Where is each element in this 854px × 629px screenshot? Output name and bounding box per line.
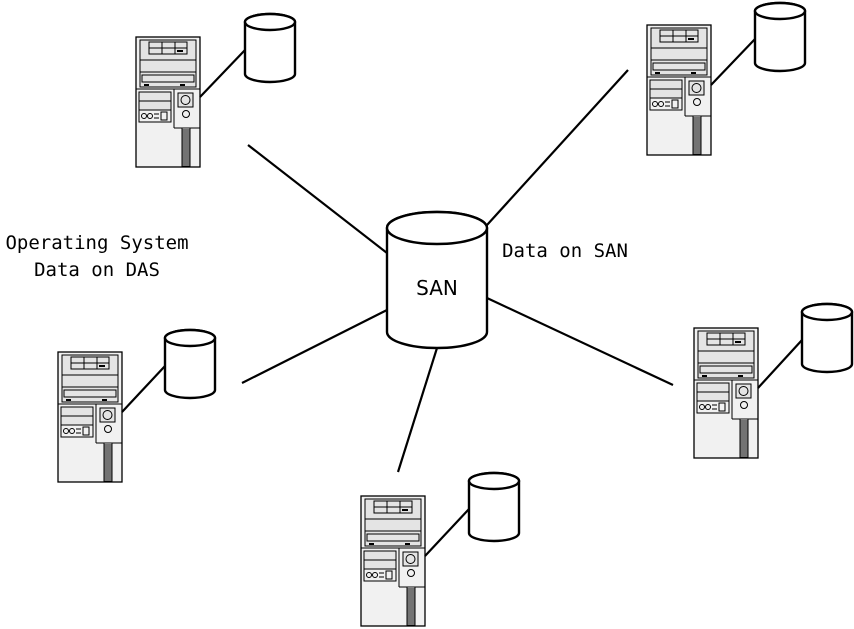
cdrom-tray bbox=[63, 389, 117, 398]
disk-cylinder-icon bbox=[800, 302, 854, 374]
reset-button bbox=[182, 110, 190, 118]
tower-bay-panel bbox=[364, 498, 422, 520]
reset-button bbox=[693, 98, 701, 106]
san-cylinder-top bbox=[385, 210, 489, 246]
panel-upper bbox=[363, 550, 397, 561]
disk-cylinder-icon bbox=[753, 1, 807, 73]
panel-mid bbox=[60, 415, 94, 426]
cdrom-bay bbox=[364, 530, 422, 547]
link-das bbox=[199, 49, 246, 98]
disk-top bbox=[243, 12, 297, 32]
san-storage: SAN bbox=[385, 210, 489, 350]
panel-mid bbox=[363, 559, 397, 570]
disk-top bbox=[163, 328, 217, 348]
power-icon bbox=[180, 95, 191, 105]
vent-grille bbox=[406, 586, 416, 626]
vent-grille bbox=[739, 418, 749, 458]
panel-upper bbox=[138, 91, 172, 102]
power-button bbox=[402, 551, 419, 567]
servers bbox=[57, 1, 854, 627]
server-tower-icon bbox=[693, 327, 759, 459]
cdrom-tray bbox=[699, 365, 753, 374]
vent-grille bbox=[181, 127, 191, 167]
panel-mid bbox=[696, 391, 730, 402]
panel-upper bbox=[60, 406, 94, 417]
io-ports bbox=[649, 97, 683, 111]
link-das bbox=[424, 508, 470, 557]
drive-bay bbox=[364, 518, 422, 532]
disk-cylinder-icon bbox=[163, 328, 217, 400]
power-icon bbox=[405, 554, 416, 564]
drive-bay bbox=[697, 350, 755, 364]
link-das bbox=[757, 339, 803, 389]
cdrom-tray bbox=[652, 62, 706, 71]
server-tower-icon bbox=[646, 24, 712, 156]
reset-button bbox=[104, 425, 112, 433]
link-san-left bbox=[241, 309, 388, 384]
cdrom-bay bbox=[61, 386, 119, 403]
tower-bay-panel bbox=[650, 27, 708, 49]
link-san-right bbox=[486, 297, 674, 386]
panel-upper bbox=[649, 79, 683, 90]
drive-bay bbox=[139, 59, 197, 73]
cdrom-bay bbox=[139, 71, 197, 88]
server-top-left bbox=[135, 12, 297, 168]
server-tower-icon bbox=[360, 495, 426, 627]
reset-button bbox=[740, 401, 748, 409]
link-san-top-right bbox=[486, 69, 629, 226]
cdrom-tray bbox=[366, 533, 420, 542]
server-bottom bbox=[360, 471, 521, 627]
disk-top bbox=[467, 471, 521, 491]
cdrom-bay bbox=[650, 59, 708, 76]
io-ports bbox=[696, 400, 730, 414]
cdrom-bay bbox=[697, 362, 755, 379]
power-icon bbox=[691, 83, 702, 93]
link-san-top-left bbox=[247, 144, 388, 254]
power-button bbox=[688, 80, 705, 96]
power-button bbox=[735, 383, 752, 399]
io-ports bbox=[138, 109, 172, 123]
panel-mid bbox=[649, 88, 683, 99]
link-das bbox=[121, 365, 166, 413]
io-ports bbox=[363, 568, 397, 582]
server-right bbox=[693, 302, 854, 459]
panel-upper bbox=[696, 382, 730, 393]
vent-grille bbox=[692, 115, 702, 155]
disk-top bbox=[800, 302, 854, 322]
io-ports bbox=[60, 424, 94, 438]
disk-cylinder-icon bbox=[467, 471, 521, 543]
annotation-das-line2: Data on DAS bbox=[34, 259, 160, 281]
cdrom-tray bbox=[141, 74, 195, 83]
power-icon bbox=[738, 386, 749, 396]
vent-grille bbox=[103, 442, 113, 482]
disk-top bbox=[753, 1, 807, 21]
server-left bbox=[57, 328, 217, 483]
reset-button bbox=[407, 569, 415, 577]
drive-bay bbox=[650, 47, 708, 61]
drive-bay bbox=[61, 374, 119, 388]
link-das bbox=[710, 38, 756, 86]
link-san-bottom bbox=[396, 347, 439, 473]
annotation-das-line1: Operating System bbox=[5, 232, 188, 254]
server-tower-icon bbox=[135, 36, 201, 168]
san-links bbox=[241, 69, 674, 473]
power-button bbox=[177, 92, 194, 108]
san-label: SAN bbox=[416, 276, 458, 300]
tower-bay-panel bbox=[61, 354, 119, 376]
annotation-san: Data on SAN bbox=[502, 240, 628, 262]
disk-cylinder-icon bbox=[243, 12, 297, 84]
power-icon bbox=[102, 410, 113, 420]
tower-bay-panel bbox=[697, 330, 755, 352]
server-top-right bbox=[646, 1, 807, 156]
power-button bbox=[99, 407, 116, 423]
server-tower-icon bbox=[57, 351, 123, 483]
panel-mid bbox=[138, 100, 172, 111]
tower-bay-panel bbox=[139, 39, 197, 61]
